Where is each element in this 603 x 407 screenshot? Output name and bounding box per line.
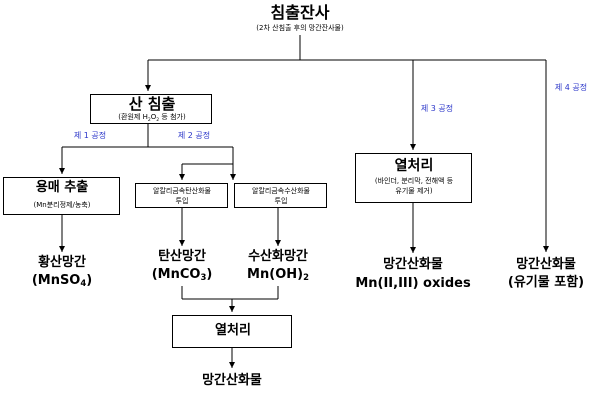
acid-leach-title: 산 침출 xyxy=(128,95,176,113)
product-sulfate-name: 황산망간 xyxy=(38,255,86,270)
carbonate-input-line2: 투입 xyxy=(175,197,189,205)
product-mixed-oxide-formula: Mn(II,III) oxides xyxy=(355,276,471,291)
solvent-title: 용매 추출 xyxy=(35,180,89,195)
heat-treatment-line2: 유기물 제거) xyxy=(395,187,433,195)
process-label-4: 제 4 공정 xyxy=(554,83,588,92)
root-title: 침출잔사 xyxy=(270,3,330,22)
process-label-2: 제 2 공정 xyxy=(177,131,211,140)
acid-leach-box: 산 침출 (환원제 H2O2 등 첨가) xyxy=(90,94,212,124)
heat-treatment-2-box: 열처리 xyxy=(172,315,292,348)
product-sulfate-formula: (MnSO4) xyxy=(31,273,93,288)
solvent-subtitle: (Mn분리정제/농축) xyxy=(33,201,91,209)
root-subtitle: (2차 산침출 후의 망간잔사물) xyxy=(256,24,344,32)
product-hydroxide-name: 수산화망간 xyxy=(248,249,308,264)
product-organic-oxide-name: 망간산화물 xyxy=(516,257,576,272)
solvent-extraction-box: 용매 추출 (Mn분리정제/농축) xyxy=(3,177,120,215)
product-carbonate-formula: (MnCO3) xyxy=(151,267,213,282)
acid-leach-subtitle: (환원제 H2O2 등 첨가) xyxy=(118,113,186,123)
product-organic-oxide-note: (유기물 포함) xyxy=(507,275,585,290)
heat-treatment-title: 열처리 xyxy=(394,158,434,174)
heat-treatment-line1: (바인더, 분리막, 전해액 등 xyxy=(374,177,454,185)
heat-treatment-box: 열처리 (바인더, 분리막, 전해액 등 유기물 제거) xyxy=(355,153,472,203)
final-oxide: 망간산화물 xyxy=(202,373,262,388)
carbonate-input-box: 알칼리금속탄산화물 투입 xyxy=(135,183,228,208)
product-carbonate-name: 탄산망간 xyxy=(158,249,206,264)
process-label-1: 제 1 공정 xyxy=(73,131,107,140)
hydroxide-input-line1: 알칼리금속수산화물 xyxy=(252,187,310,195)
process-label-3: 제 3 공정 xyxy=(420,104,454,113)
heat-treatment-2-title: 열처리 xyxy=(215,323,251,338)
hydroxide-input-line2: 투입 xyxy=(274,197,288,205)
product-mixed-oxide-name: 망간산화물 xyxy=(383,257,443,272)
hydroxide-input-box: 알칼리금속수산화물 투입 xyxy=(234,183,327,208)
carbonate-input-line1: 알칼리금속탄산화물 xyxy=(153,187,211,195)
product-hydroxide-formula: Mn(OH)2 xyxy=(247,267,309,282)
